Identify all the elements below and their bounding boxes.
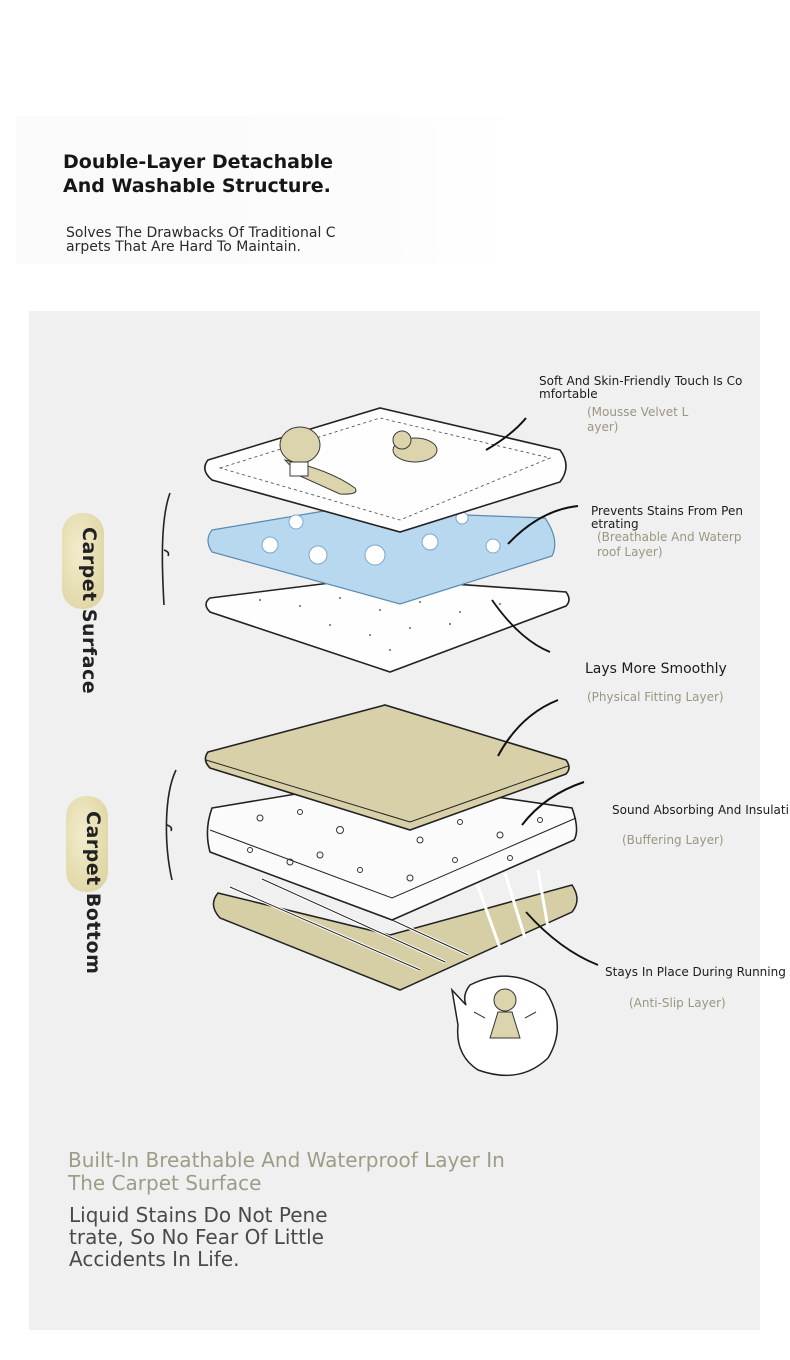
fitting-layer xyxy=(204,704,570,831)
dotted-layer xyxy=(205,577,570,673)
surface-bracket xyxy=(161,492,171,606)
footer-body: Liquid Stains Do Not Pene trate, So No F… xyxy=(69,1203,328,1271)
leader-line-4 xyxy=(521,781,585,826)
layer-4-subtitle: (Buffering Layer) xyxy=(622,833,724,847)
footer-title: Built-In Breathable And Waterproof Layer… xyxy=(68,1148,505,1195)
sleeping-cat-icon xyxy=(392,430,438,463)
layer-1-title: Soft And Skin-Friendly Touch Is Co mfort… xyxy=(539,374,743,401)
layer-4-title: Sound Absorbing And Insulating xyxy=(612,804,790,817)
layer-3-subtitle: (Physical Fitting Layer) xyxy=(587,690,724,704)
leader-line-2b xyxy=(491,599,551,653)
layer-2-title: Prevents Stains From Pen etrating xyxy=(591,504,743,531)
carpet-surface-label: Carpet Surface xyxy=(78,527,100,695)
buffering-layer xyxy=(206,779,578,921)
water-bubble-icon xyxy=(261,536,279,554)
layer-5-title: Stays In Place During Running And xyxy=(605,966,790,979)
header-background xyxy=(16,116,521,264)
page-title: Double-Layer Detachable And Washable Str… xyxy=(63,151,334,197)
layer-2-subtitle: (Breathable And Waterp roof Layer) xyxy=(597,530,742,559)
leader-line-2 xyxy=(507,505,579,545)
carpet-bottom-label: Carpet Bottom xyxy=(82,811,104,975)
layer-1-subtitle: (Mousse Velvet L ayer) xyxy=(587,405,689,434)
page-subtitle: Solves The Drawbacks Of Traditional C ar… xyxy=(66,225,336,255)
bottom-label-blob xyxy=(66,796,108,892)
layer-3-title: Lays More Smoothly xyxy=(585,661,727,677)
velvet-layer xyxy=(204,407,567,533)
leader-line-3 xyxy=(497,699,559,757)
girl-speech-bubble-icon xyxy=(450,975,559,1077)
girl-reading-icon xyxy=(279,426,357,495)
bottom-bracket xyxy=(165,769,177,881)
leader-line-5 xyxy=(525,911,599,966)
layer-5-subtitle: (Anti-Slip Layer) xyxy=(629,996,726,1010)
surface-label-blob xyxy=(62,513,104,609)
leader-line-1 xyxy=(485,417,527,451)
waterproof-layer xyxy=(207,509,556,605)
